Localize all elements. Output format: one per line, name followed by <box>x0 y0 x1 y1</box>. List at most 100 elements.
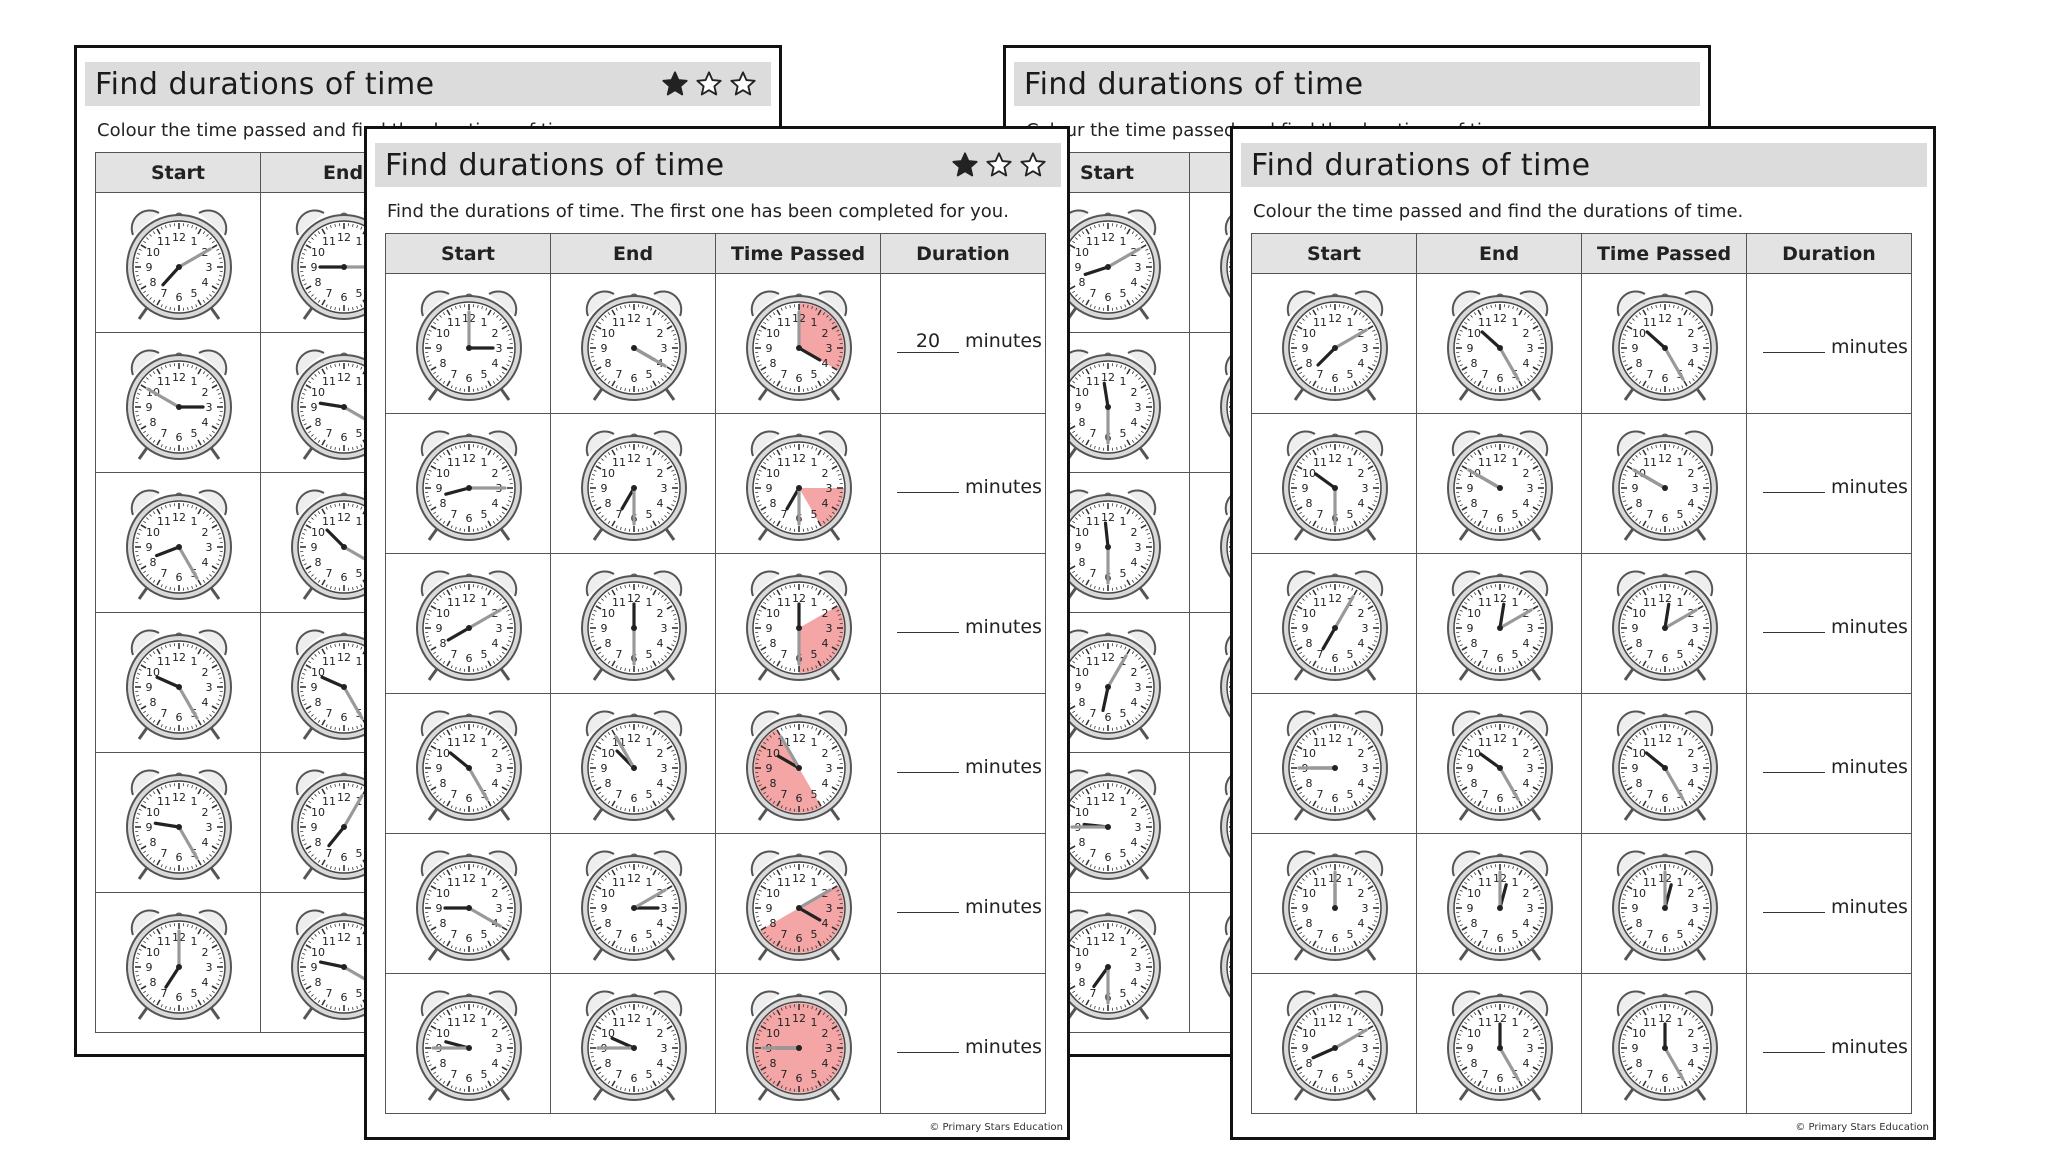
svg-text:9: 9 <box>310 541 317 554</box>
svg-text:4: 4 <box>1687 497 1694 510</box>
duration-cell[interactable]: minutes <box>880 833 1046 974</box>
svg-text:2: 2 <box>1522 887 1529 900</box>
duration-answer[interactable]: minutes <box>897 610 1042 638</box>
svg-text:7: 7 <box>1481 508 1488 521</box>
duration-cell[interactable]: minutes <box>880 973 1046 1114</box>
svg-text:8: 8 <box>604 1057 611 1070</box>
svg-text:10: 10 <box>436 747 450 760</box>
duration-answer[interactable]: minutes <box>1763 890 1908 918</box>
svg-text:10: 10 <box>1302 467 1316 480</box>
svg-text:11: 11 <box>447 596 461 609</box>
svg-text:10: 10 <box>436 607 450 620</box>
svg-text:4: 4 <box>821 637 828 650</box>
duration-cell[interactable]: minutes <box>1746 553 1912 694</box>
unit-label: minutes <box>1831 896 1908 918</box>
svg-text:2: 2 <box>491 747 498 760</box>
svg-text:5: 5 <box>645 368 652 381</box>
duration-cell[interactable]: minutes <box>1746 413 1912 554</box>
svg-text:8: 8 <box>1635 777 1642 790</box>
duration-cell[interactable]: minutes <box>880 553 1046 694</box>
svg-text:10: 10 <box>1302 1027 1316 1040</box>
svg-text:9: 9 <box>310 401 317 414</box>
svg-text:11: 11 <box>1478 316 1492 329</box>
svg-text:10: 10 <box>1302 747 1316 760</box>
answer-blank[interactable] <box>897 890 959 913</box>
svg-text:9: 9 <box>1074 681 1081 694</box>
svg-text:8: 8 <box>314 696 321 709</box>
svg-text:7: 7 <box>1646 928 1653 941</box>
svg-text:11: 11 <box>322 795 336 808</box>
svg-text:3: 3 <box>495 762 502 775</box>
duration-answer[interactable]: minutes <box>1763 1030 1908 1058</box>
duration-answer[interactable]: minutes <box>1763 470 1908 498</box>
svg-text:12: 12 <box>1101 231 1115 244</box>
svg-text:4: 4 <box>1522 777 1529 790</box>
answer-blank[interactable] <box>897 610 959 633</box>
svg-text:3: 3 <box>825 762 832 775</box>
svg-text:9: 9 <box>1301 902 1308 915</box>
answer-blank[interactable] <box>897 470 959 493</box>
svg-text:10: 10 <box>1075 946 1089 959</box>
duration-cell[interactable]: minutes <box>1746 693 1912 834</box>
duration-cell[interactable]: minutes <box>1746 973 1912 1114</box>
answer-blank[interactable] <box>897 1030 959 1053</box>
svg-text:12: 12 <box>1493 312 1507 325</box>
duration-answer[interactable]: minutes <box>1763 330 1908 358</box>
svg-text:11: 11 <box>1313 1016 1327 1029</box>
svg-text:9: 9 <box>600 482 607 495</box>
duration-answer[interactable]: minutes <box>1763 750 1908 778</box>
svg-text:6: 6 <box>1496 1072 1503 1085</box>
svg-text:3: 3 <box>1361 482 1368 495</box>
answer-blank[interactable] <box>1763 1030 1825 1053</box>
duration-answer[interactable]: minutes <box>897 1030 1042 1058</box>
svg-text:9: 9 <box>765 902 772 915</box>
svg-text:9: 9 <box>1466 762 1473 775</box>
duration-cell[interactable]: minutes <box>1746 273 1912 414</box>
answer-blank[interactable] <box>1763 890 1825 913</box>
answer-blank[interactable] <box>1763 330 1825 353</box>
duration-cell[interactable]: minutes <box>880 693 1046 834</box>
answer-blank[interactable] <box>1763 470 1825 493</box>
answer-blank[interactable] <box>1763 610 1825 633</box>
svg-text:4: 4 <box>201 416 208 429</box>
svg-text:5: 5 <box>480 928 487 941</box>
svg-text:7: 7 <box>1481 928 1488 941</box>
svg-text:6: 6 <box>1496 792 1503 805</box>
svg-text:8: 8 <box>1470 357 1477 370</box>
svg-text:7: 7 <box>1646 788 1653 801</box>
svg-text:6: 6 <box>630 372 637 385</box>
answer-blank[interactable] <box>1763 750 1825 773</box>
svg-text:7: 7 <box>615 508 622 521</box>
svg-text:11: 11 <box>322 935 336 948</box>
answer-blank[interactable]: 20 <box>897 330 959 353</box>
svg-text:5: 5 <box>810 1068 817 1081</box>
duration-cell[interactable]: minutes <box>1746 833 1912 974</box>
svg-text:4: 4 <box>1130 276 1137 289</box>
duration-answer[interactable]: minutes <box>1763 610 1908 638</box>
answer-blank[interactable] <box>897 750 959 773</box>
svg-text:6: 6 <box>1104 291 1111 304</box>
svg-text:3: 3 <box>825 902 832 915</box>
svg-text:4: 4 <box>1130 416 1137 429</box>
svg-text:4: 4 <box>656 1057 663 1070</box>
svg-text:1: 1 <box>480 316 487 329</box>
duration-answer[interactable]: minutes <box>897 750 1042 778</box>
duration-answer[interactable]: minutes <box>897 470 1042 498</box>
svg-text:12: 12 <box>172 651 186 664</box>
svg-text:1: 1 <box>1511 456 1518 469</box>
duration-cell[interactable]: minutes <box>880 413 1046 554</box>
svg-text:12: 12 <box>172 231 186 244</box>
svg-text:6: 6 <box>175 851 182 864</box>
duration-answer[interactable]: minutes <box>897 890 1042 918</box>
svg-text:3: 3 <box>1691 622 1698 635</box>
